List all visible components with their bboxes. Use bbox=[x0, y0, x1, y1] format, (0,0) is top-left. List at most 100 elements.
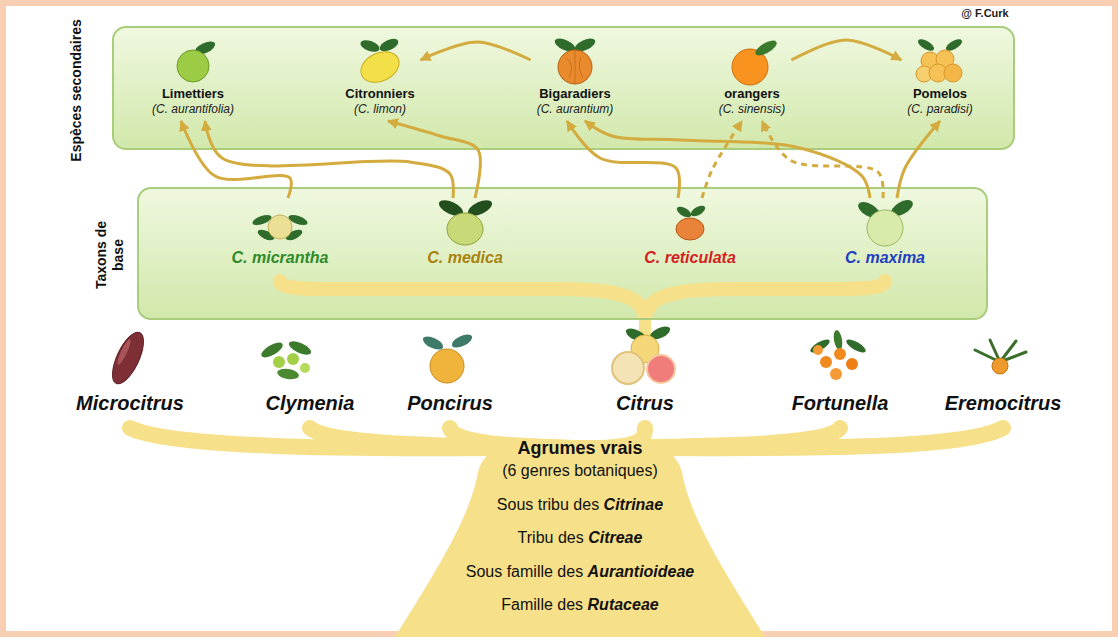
leaf bbox=[753, 38, 779, 59]
fruit-picture bbox=[732, 38, 779, 85]
panel-heading: Espèces secondaires bbox=[68, 19, 85, 161]
leaf bbox=[916, 37, 936, 53]
fruit-picture bbox=[724, 36, 780, 86]
latin-name: (C. limon) bbox=[345, 102, 414, 117]
taxon-name: Citrinae bbox=[604, 496, 664, 513]
fruit-body bbox=[430, 349, 464, 383]
fruit-picture bbox=[916, 37, 964, 82]
taxon-name: Rutaceae bbox=[588, 596, 659, 613]
fruit-picture bbox=[252, 198, 308, 248]
species-name: Pomelos bbox=[907, 86, 972, 102]
base-taxon: C. medica bbox=[421, 198, 509, 271]
microcitrus-fruit bbox=[106, 328, 150, 388]
species-name: orangers bbox=[719, 86, 786, 102]
tree-branch bbox=[280, 281, 885, 318]
latin-name: (C. aurantium) bbox=[537, 102, 614, 117]
taxon-rank: Sous tribu des Citrinae bbox=[497, 495, 663, 514]
frame bbox=[3, 3, 1115, 634]
fruit-picture bbox=[252, 213, 308, 243]
fruit-picture bbox=[356, 36, 404, 86]
species-name: Limettiers bbox=[152, 86, 234, 102]
fruit-body bbox=[300, 363, 310, 373]
eremocitrus-fruit bbox=[975, 340, 1026, 374]
genus-name: Eremocitrus bbox=[945, 391, 1062, 415]
species-node: Limettiers(C. aurantifolia) bbox=[146, 36, 240, 121]
genus-name: Poncirus bbox=[407, 391, 493, 415]
leaf bbox=[378, 36, 400, 54]
fruit-body bbox=[106, 328, 150, 388]
fruit-body bbox=[992, 358, 1008, 374]
fruit-picture bbox=[675, 204, 707, 240]
fruit-picture bbox=[553, 36, 597, 84]
fruit-picture bbox=[165, 36, 221, 86]
fruit-picture bbox=[352, 36, 408, 86]
leaf bbox=[675, 205, 693, 220]
taxon-name: Aurantioideae bbox=[588, 563, 695, 580]
taxon-name: C. maxima bbox=[845, 248, 925, 267]
species-node: Pomelos(C. paradisi) bbox=[901, 36, 978, 121]
fruit-picture bbox=[857, 198, 913, 246]
fruit-body bbox=[830, 368, 842, 380]
fruit-picture bbox=[437, 198, 493, 245]
fruit-texture bbox=[567, 51, 583, 83]
species-name: Bigaradiers bbox=[537, 86, 614, 102]
tree-trunk bbox=[395, 440, 765, 637]
watermark: @ F.Curk bbox=[961, 7, 1008, 20]
fruit-picture bbox=[547, 36, 603, 86]
group-panel: Espèces secondairesLimettiers(C. auranti… bbox=[112, 26, 1015, 150]
fruit-picture bbox=[177, 39, 217, 82]
taxon-name: C. medica bbox=[427, 248, 503, 267]
species-node: Citronniers(C. limon) bbox=[339, 36, 420, 121]
fruit-picture bbox=[437, 198, 493, 248]
genus-name: Citrus bbox=[616, 391, 674, 415]
leaf bbox=[689, 204, 707, 219]
leaf bbox=[808, 337, 831, 355]
fruit-body bbox=[287, 353, 299, 365]
panel-heading-holder: Espèces secondaires bbox=[5, 82, 147, 99]
fruit-body bbox=[558, 50, 592, 84]
latin-name: (C. sinensis) bbox=[719, 102, 786, 117]
leaf bbox=[359, 38, 381, 54]
taxon-name: Citreae bbox=[588, 529, 642, 546]
panel-heading: Taxons de base bbox=[93, 216, 127, 294]
leaf bbox=[844, 337, 867, 355]
fruit-body bbox=[676, 218, 704, 240]
taxon-rank: Famille des Rutaceae bbox=[501, 595, 658, 614]
group-note: (6 genres botaniques) bbox=[502, 461, 658, 480]
fruit-slice bbox=[612, 352, 644, 384]
species-node: orangers(C. sinensis) bbox=[713, 36, 792, 121]
fortunella-fruit bbox=[808, 329, 867, 380]
fruit-picture bbox=[857, 198, 913, 248]
base-taxon: C. maxima bbox=[839, 198, 931, 271]
panel-heading-holder: Taxons de base bbox=[71, 238, 149, 272]
fruit-body bbox=[834, 348, 846, 360]
genus-name: Microcitrus bbox=[76, 391, 184, 415]
fruit-picture bbox=[662, 198, 718, 248]
species-name: Citronniers bbox=[345, 86, 414, 102]
fruit-body bbox=[273, 356, 285, 368]
fruit-body bbox=[356, 46, 404, 86]
fruit-highlight bbox=[115, 338, 132, 366]
fruit-body bbox=[820, 356, 832, 368]
leaf bbox=[450, 332, 474, 350]
fruit-body bbox=[177, 50, 209, 82]
leaf bbox=[276, 367, 299, 381]
fruit-body bbox=[268, 215, 292, 239]
genus-name: Fortunella bbox=[792, 391, 889, 415]
taxon-name: C. micrantha bbox=[232, 248, 329, 267]
tree bbox=[130, 318, 1003, 637]
genus-name: Clymenia bbox=[266, 391, 355, 415]
fruit-body bbox=[447, 213, 483, 245]
fruit-slice bbox=[647, 355, 675, 383]
leaf bbox=[832, 329, 843, 350]
fruit-body bbox=[867, 210, 903, 246]
base-taxon: C. micrantha bbox=[226, 198, 335, 271]
poncirus-fruit bbox=[421, 332, 474, 383]
fruit-body bbox=[944, 64, 962, 82]
group-title: Agrumes vrais bbox=[517, 438, 642, 460]
base-taxon: C. reticulata bbox=[638, 198, 742, 271]
citrus-fruit bbox=[612, 324, 675, 384]
taxon-rank: Tribu des Citreae bbox=[518, 528, 643, 547]
clymenia-fruit bbox=[259, 338, 313, 380]
